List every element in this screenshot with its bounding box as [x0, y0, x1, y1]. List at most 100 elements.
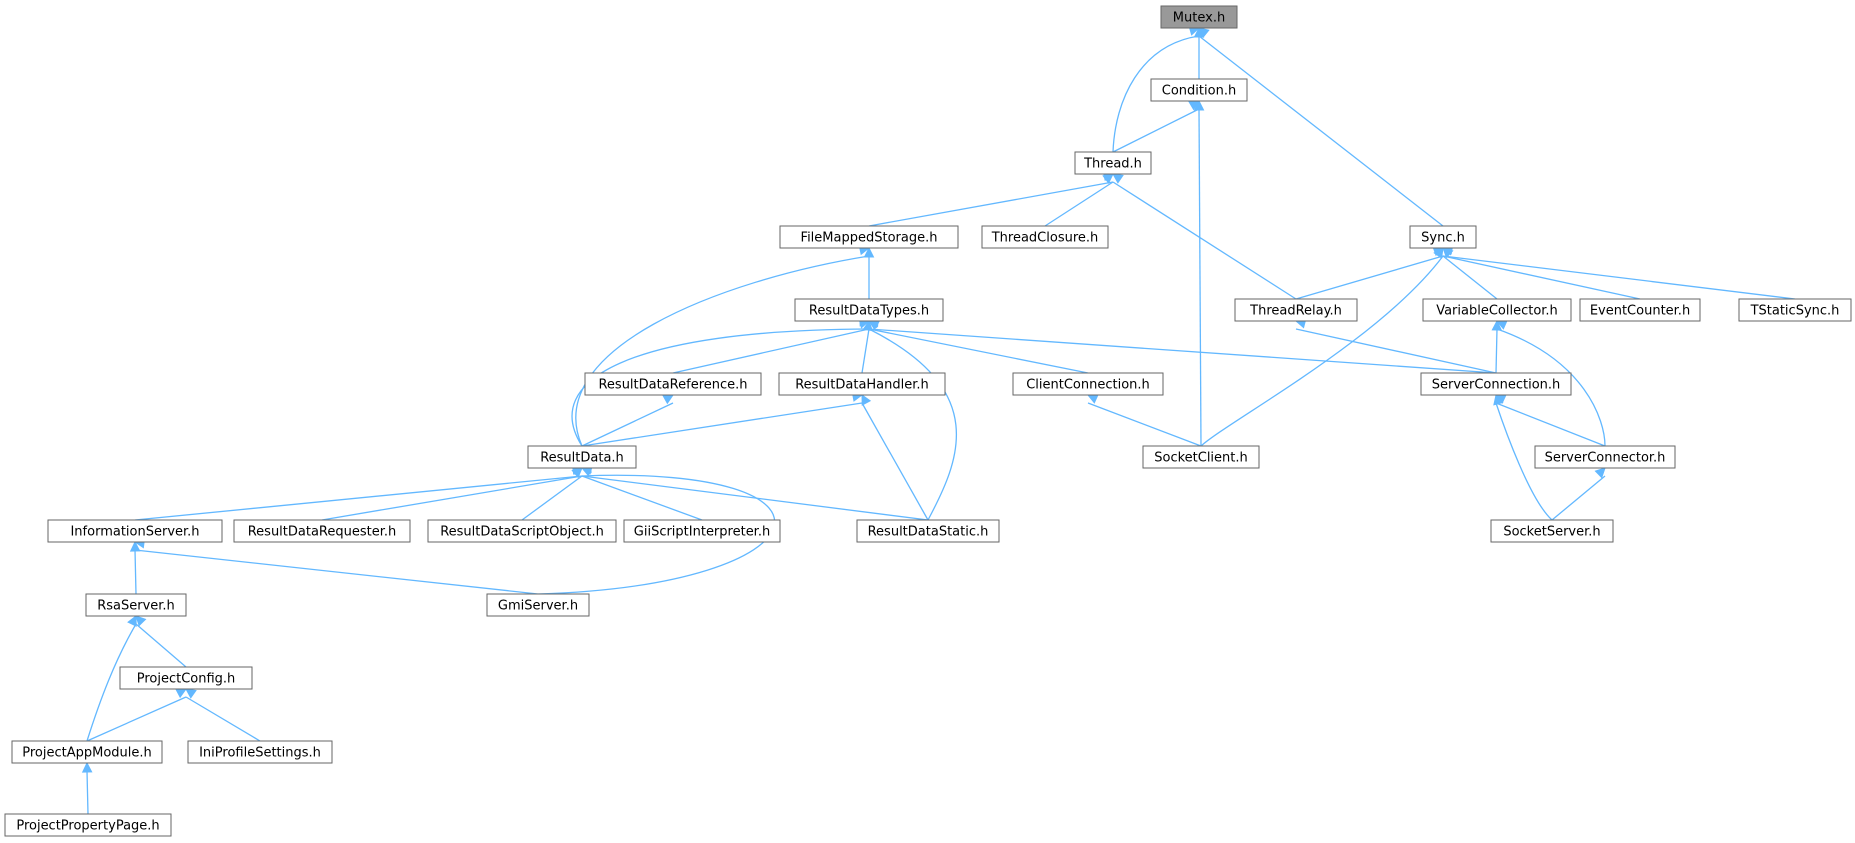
- node-tstaticsync[interactable]: TStaticSync.h: [1738, 298, 1852, 322]
- node-box[interactable]: [119, 666, 253, 690]
- node-condition[interactable]: Condition.h: [1150, 78, 1248, 102]
- node-eventcounter[interactable]: EventCounter.h: [1579, 298, 1701, 322]
- edge-arrowhead: [571, 467, 583, 479]
- node-box[interactable]: [1579, 298, 1701, 322]
- node-box[interactable]: [233, 519, 411, 543]
- node-box[interactable]: [856, 519, 1000, 543]
- node-box[interactable]: [1422, 298, 1572, 322]
- edge-thread-to-filemapped: [868, 170, 1115, 227]
- edge-line: [1442, 255, 1498, 300]
- node-resultdatastatic[interactable]: ResultDataStatic.h: [856, 519, 1000, 543]
- node-serverconnector[interactable]: ServerConnector.h: [1534, 445, 1676, 469]
- node-box[interactable]: [85, 593, 187, 617]
- edge-thread-to-threadclosure: [1044, 173, 1114, 227]
- edge-arrowhead: [1594, 467, 1606, 479]
- node-threadrelay[interactable]: ThreadRelay.h: [1234, 298, 1358, 322]
- node-box[interactable]: [1012, 372, 1164, 396]
- node-projectpropertypage[interactable]: ProjectPropertyPage.h: [4, 813, 172, 837]
- node-sync[interactable]: Sync.h: [1409, 225, 1477, 249]
- edge-line: [135, 623, 187, 668]
- node-label: ThreadRelay.h: [1249, 304, 1342, 319]
- edge-clientconnection-to-socketclient: [1086, 394, 1202, 447]
- edge-line: [1495, 402, 1606, 447]
- edge-sync-to-socketclient: [1200, 247, 1444, 447]
- node-iniprofilesettings[interactable]: IniProfileSettings.h: [187, 740, 333, 764]
- edge-line: [868, 181, 1114, 227]
- node-gmiserver[interactable]: GmiServer.h: [486, 593, 590, 617]
- node-socketclient[interactable]: SocketClient.h: [1142, 445, 1260, 469]
- node-box[interactable]: [623, 519, 781, 543]
- edge-sync-to-eventcounter: [1441, 245, 1641, 300]
- edge-line: [1442, 255, 1641, 300]
- node-informationserver[interactable]: InformationServer.h: [47, 519, 223, 543]
- node-box[interactable]: [794, 298, 944, 322]
- node-box[interactable]: [4, 813, 172, 837]
- edge-resultdatatypes-to-resultdatahandler: [861, 319, 873, 374]
- node-clientconnection[interactable]: ClientConnection.h: [1012, 372, 1164, 396]
- node-label: VariableCollector.h: [1436, 304, 1558, 319]
- node-label: Thread.h: [1083, 157, 1142, 172]
- edge-line: [1551, 475, 1606, 521]
- node-mutex[interactable]: Mutex.h: [1160, 5, 1238, 29]
- node-box[interactable]: [427, 519, 617, 543]
- edge-line: [581, 402, 863, 447]
- edge-resultdatareference-to-resultdata: [581, 394, 674, 447]
- node-resultdatascriptobject[interactable]: ResultDataScriptObject.h: [427, 519, 617, 543]
- edge-line: [861, 402, 929, 521]
- node-box[interactable]: [1420, 372, 1572, 396]
- node-box[interactable]: [778, 372, 946, 396]
- edge-line: [1198, 35, 1444, 227]
- edge-arrowhead: [1112, 173, 1124, 184]
- edge-line: [1200, 255, 1444, 447]
- node-resultdatatypes[interactable]: ResultDataTypes.h: [794, 298, 944, 322]
- node-rsaserver[interactable]: RsaServer.h: [85, 593, 187, 617]
- node-box[interactable]: [11, 740, 163, 764]
- edge-line: [1295, 328, 1497, 374]
- node-box[interactable]: [1490, 519, 1614, 543]
- node-box[interactable]: [47, 519, 223, 543]
- edge-resultdatatypes-to-resultdatastatic: [868, 320, 957, 521]
- node-box[interactable]: [1150, 78, 1248, 102]
- node-threadclosure[interactable]: ThreadClosure.h: [981, 225, 1109, 249]
- node-projectappmodule[interactable]: ProjectAppModule.h: [11, 740, 163, 764]
- node-box[interactable]: [584, 372, 762, 396]
- node-filemapped[interactable]: FileMappedStorage.h: [779, 225, 959, 249]
- node-box[interactable]: [1234, 298, 1358, 322]
- node-variablecollector[interactable]: VariableCollector.h: [1422, 298, 1572, 322]
- node-box[interactable]: [486, 593, 590, 617]
- edge-informationserver-to-rsaserver: [129, 540, 141, 595]
- node-box[interactable]: [779, 225, 959, 249]
- node-resultdatahandler[interactable]: ResultDataHandler.h: [778, 372, 946, 396]
- node-thread[interactable]: Thread.h: [1074, 151, 1152, 175]
- node-label: ResultData.h: [540, 451, 624, 466]
- node-label: RsaServer.h: [97, 599, 175, 614]
- node-box[interactable]: [1534, 445, 1676, 469]
- node-box[interactable]: [1160, 5, 1238, 29]
- node-serverconnection[interactable]: ServerConnection.h: [1420, 372, 1572, 396]
- node-box[interactable]: [1074, 151, 1152, 175]
- edge-arrowhead: [129, 540, 141, 552]
- node-giiscriptinterpreter[interactable]: GiiScriptInterpreter.h: [623, 519, 781, 543]
- node-projectconfig[interactable]: ProjectConfig.h: [119, 666, 253, 690]
- node-box[interactable]: [187, 740, 333, 764]
- edge-resultdatahandler-to-resultdatastatic: [861, 394, 929, 521]
- node-resultdatarequester[interactable]: ResultDataRequester.h: [233, 519, 411, 543]
- node-label: InformationServer.h: [70, 525, 199, 540]
- node-label: ClientConnection.h: [1026, 378, 1150, 393]
- node-box[interactable]: [1142, 445, 1260, 469]
- edge-arrowhead: [1491, 319, 1503, 331]
- node-box[interactable]: [1409, 225, 1477, 249]
- node-socketserver[interactable]: SocketServer.h: [1490, 519, 1614, 543]
- edge-line: [868, 328, 1497, 374]
- node-label: GmiServer.h: [498, 599, 578, 614]
- node-resultdatareference[interactable]: ResultDataReference.h: [584, 372, 762, 396]
- edge-condition-to-socketclient: [1193, 99, 1205, 447]
- edge-arrowhead: [175, 688, 187, 699]
- node-box[interactable]: [527, 445, 637, 469]
- node-label: ResultDataHandler.h: [795, 378, 929, 393]
- edge-line: [1112, 181, 1297, 300]
- node-resultdata[interactable]: ResultData.h: [527, 445, 637, 469]
- node-box[interactable]: [981, 225, 1109, 249]
- node-box[interactable]: [1738, 298, 1852, 322]
